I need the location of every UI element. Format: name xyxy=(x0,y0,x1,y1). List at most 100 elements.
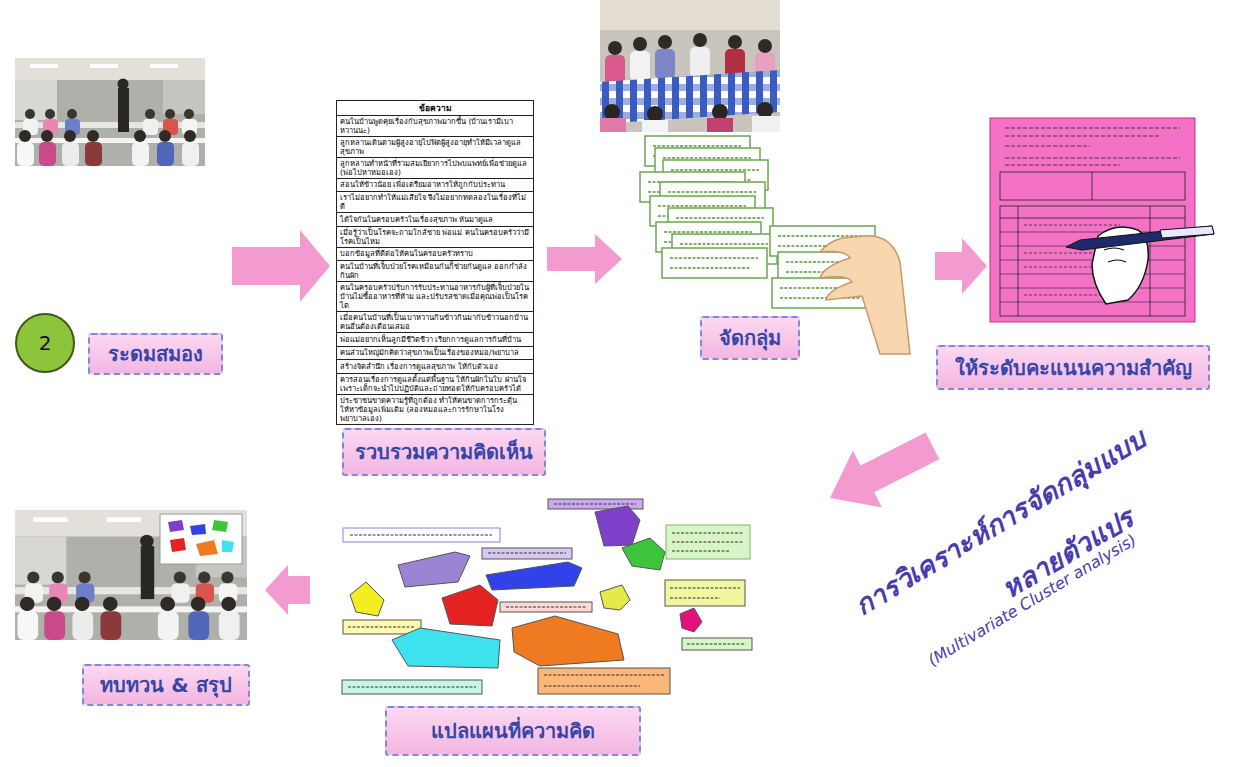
card-stack xyxy=(640,136,883,308)
concept-map-part-part xyxy=(348,686,476,687)
step-number-circle: 2 xyxy=(15,313,75,373)
rating-form-part xyxy=(1005,158,1180,159)
table-meeting-photo-part xyxy=(600,118,626,132)
table-cell: สร้างจิตสำนึก เรื่องการดูแลสุขภาพ ให้กับ… xyxy=(337,359,533,373)
table-meeting-photo-part xyxy=(658,35,672,49)
rating-form-part xyxy=(1092,172,1093,200)
table-meeting-photo-part xyxy=(728,35,742,49)
table-cell: ควรสอนเรื่องการดูแลตั้งแต่พื้นฐาน ให้กิน… xyxy=(337,373,533,394)
concept-map-part xyxy=(350,582,384,616)
concept-map-part xyxy=(398,552,470,587)
concept-map-part-part xyxy=(672,550,730,551)
concept-map-part xyxy=(486,562,582,590)
table-meeting-photo-part xyxy=(633,37,647,51)
step-number: 2 xyxy=(39,331,52,355)
table-meeting-photo-part xyxy=(647,106,663,122)
step-label-box: จัดกลุ่ม xyxy=(700,316,800,360)
review-photo-part-part xyxy=(15,510,247,640)
step-label-text: รวบรวมความคิดเห็น xyxy=(355,440,533,464)
table-meeting-photo-part xyxy=(642,120,668,132)
opinion-table: ข้อความคนในบ้านพูดคุยเรื่องกับสุขภาพมากข… xyxy=(336,100,534,425)
concept-map-part xyxy=(682,638,752,650)
table-cell: คนส่วนใหญ่มักคิดว่าสุขภาพเป็นเรื่องของหม… xyxy=(337,346,533,360)
rating-form-part xyxy=(990,118,1195,322)
concept-map-part xyxy=(595,506,640,546)
table-meeting-photo-part xyxy=(600,0,780,132)
concept-map-part xyxy=(442,585,498,626)
table-meeting-photo-part xyxy=(605,55,625,85)
hand-part xyxy=(820,236,910,354)
table-cell: เมื่อคนในบ้านที่เป็นเบาหวานกินข้าวกินมาก… xyxy=(337,311,533,332)
concept-map-part-part xyxy=(687,643,746,644)
pen-and-hand-part xyxy=(1160,226,1214,238)
card-stack-part xyxy=(662,248,767,278)
table-meeting-photo-part xyxy=(712,104,728,120)
rating-form-part xyxy=(1000,218,1185,219)
table-meeting-photo-part xyxy=(655,49,675,79)
concept-map-part xyxy=(622,538,665,570)
concept-map-part-part xyxy=(670,597,720,598)
concept-map-part-part xyxy=(544,674,664,675)
rating-form-part xyxy=(1000,302,1185,303)
rating-form-part xyxy=(1000,206,1185,316)
table-meeting-photo-part xyxy=(608,41,622,55)
table-header-cell: ข้อความ xyxy=(337,101,533,115)
step-label-text: ให้ระดับคะแนนความสำคัญ xyxy=(955,356,1192,380)
concept-map-part xyxy=(343,528,500,542)
step-label-box: แปลแผนที่ความคิด xyxy=(385,706,641,756)
concept-map-part xyxy=(680,608,702,632)
pen-and-hand-part xyxy=(1066,226,1214,250)
table-cell: พ่อแม่อยากเห็นลูกมีชีวิตชีวา เรียกการดูแ… xyxy=(337,332,533,346)
table-meeting-photo-part xyxy=(630,51,650,81)
step-label-box: รวบรวมความคิดเห็น xyxy=(342,428,546,476)
concept-map-part xyxy=(500,602,592,612)
table-meeting-photo-part xyxy=(600,0,780,30)
review-photo-part xyxy=(222,540,234,552)
rating-form-part xyxy=(1024,225,1120,226)
concept-map-part-part xyxy=(670,587,740,588)
concept-map-part xyxy=(392,628,500,668)
step-label-text: แปลแผนที่ความคิด xyxy=(431,719,595,743)
brainstorm-photo xyxy=(15,58,205,166)
review-photo-part xyxy=(190,524,206,535)
step-label-text: ทบทวน & สรุป xyxy=(100,673,231,697)
flow-arrows-part xyxy=(547,234,622,284)
pen-and-hand xyxy=(1066,226,1214,304)
rating-form-part xyxy=(1000,288,1185,289)
rating-form-part xyxy=(1150,206,1151,316)
review-photo-part xyxy=(160,514,242,564)
concept-map-part-part xyxy=(672,541,744,542)
rating-form-part xyxy=(1024,295,1100,296)
step-label-box: ให้ระดับคะแนนความสำคัญ xyxy=(936,345,1210,390)
pen-and-hand-part xyxy=(1104,248,1126,262)
table-cell: เมื่อรู้ว่าเป็นโรคจะถามใกล้ชาย พ่อแม่ คน… xyxy=(337,226,533,247)
review-photo-part xyxy=(15,510,247,640)
table-cell: คนในครอบครัวปรับการรับประทานอาหารกับผู้ท… xyxy=(337,281,533,311)
rating-form-part xyxy=(1018,206,1019,316)
table-cell: สอนให้ข้าวน้อย เพื่อเตรียมอาหารให้ถูกกับ… xyxy=(337,178,533,192)
table-cell: คนในบ้านที่เจ็บป่วยโรคเหมือนกันก็ช่วยกัน… xyxy=(337,260,533,281)
review-photo-part xyxy=(168,520,184,532)
flow-arrows-part xyxy=(232,230,330,302)
step-label-box: ทบทวน & สรุป xyxy=(82,664,250,706)
concept-map-part xyxy=(482,548,572,559)
brainstorm-photo-part xyxy=(15,58,205,166)
table-meeting-photo-part xyxy=(758,39,772,53)
hand xyxy=(820,236,910,354)
rating-form-part xyxy=(1005,136,1160,137)
table-meeting-photo-part xyxy=(752,116,780,132)
step-label-text: จัดกลุ่ม xyxy=(719,326,781,350)
flow-arrows-part xyxy=(265,565,310,615)
table-cell: ได้ใจกันในครอบครัวในเรื่องสุขภาพ หันมาดู… xyxy=(337,212,533,226)
concept-map-part-part xyxy=(506,606,586,607)
step-label-box: ระดมสมอง xyxy=(88,333,223,375)
concept-map-part xyxy=(665,580,745,606)
review-photo-part xyxy=(212,520,228,532)
table-meeting-photo-part xyxy=(693,33,707,47)
table-cell: บอกข้อมูลที่ดีต่อให้คนในครอบครัวทราบ xyxy=(337,247,533,261)
table-cell: ลูกหลานทำหน้าที่รวมสมเยียวการไปพบแพทย์เพ… xyxy=(337,157,533,178)
rating-form-part xyxy=(1000,172,1185,200)
flow-arrows-part xyxy=(935,238,987,294)
review-photo-part xyxy=(170,538,186,552)
